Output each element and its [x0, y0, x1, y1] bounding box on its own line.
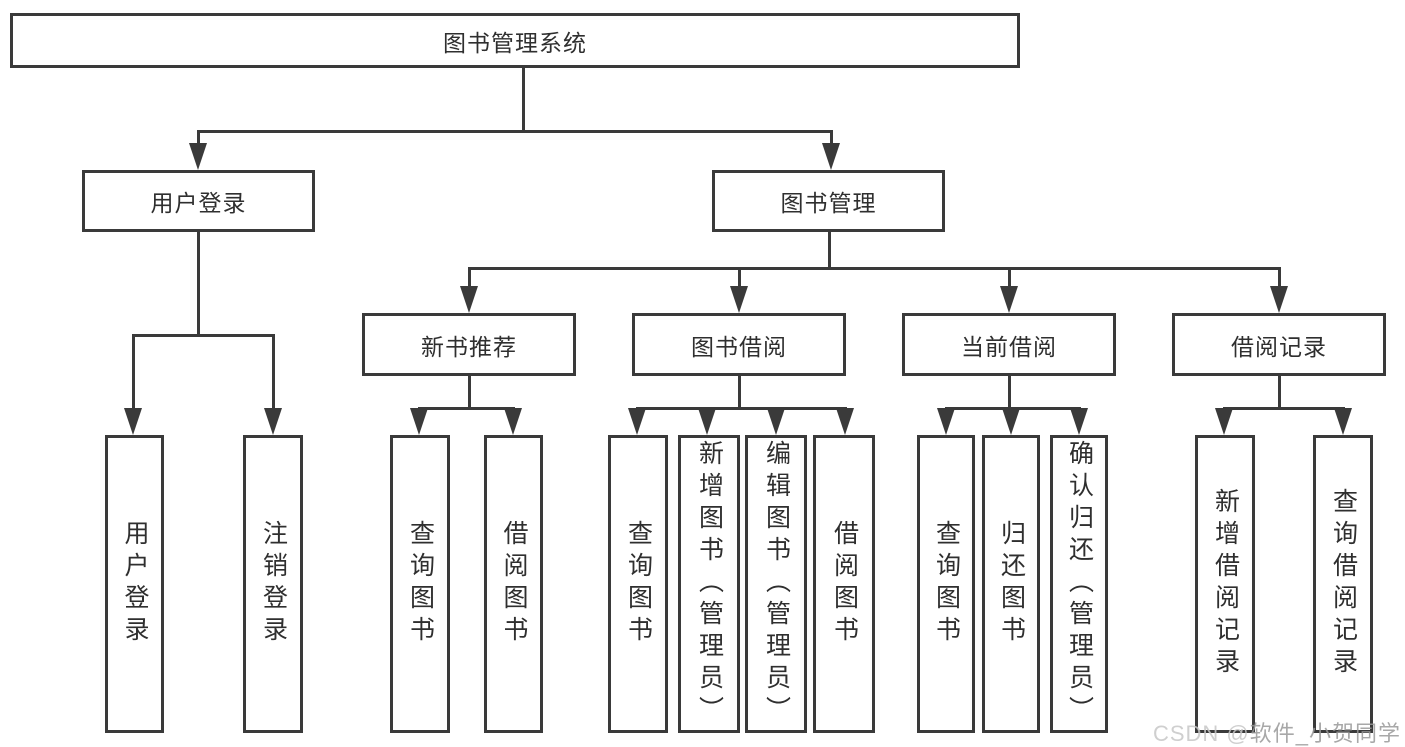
node-new-book-recommend: 新书推荐 [362, 313, 576, 376]
tree-line [271, 333, 275, 411]
node-root: 图书管理系统 [10, 13, 1020, 68]
arrow-down [1270, 286, 1288, 313]
node-book-borrowing: 图书借阅 [632, 313, 846, 376]
leaf-logout: 注销登录 [243, 435, 303, 733]
tree-line [1277, 266, 1281, 290]
tree-line [521, 68, 525, 131]
watermark-prefix: CSDN @ [1152, 721, 1250, 746]
leaf-query-books-recommend-label: 查询图书 [406, 520, 435, 648]
leaf-query-books-borrowing: 查询图书 [608, 435, 668, 733]
tree-line [1007, 266, 1011, 290]
tree-line [196, 129, 200, 146]
arrow-down [1000, 286, 1018, 313]
leaf-query-books-borrowing-label: 查询图书 [624, 520, 653, 648]
tree-line [829, 129, 833, 146]
tree-line [1222, 406, 1345, 410]
node-new-book-recommend-label: 新书推荐 [421, 333, 517, 360]
leaf-user-login: 用户登录 [105, 435, 164, 733]
node-user-login-label: 用户登录 [150, 190, 247, 216]
tree-line [467, 376, 471, 409]
arrow-down [822, 143, 840, 170]
arrow-down [1002, 408, 1020, 435]
leaf-borrow-books: 借阅图书 [813, 435, 875, 733]
leaf-query-books-recommend: 查询图书 [390, 435, 450, 733]
arrow-down [698, 408, 716, 435]
arrow-down [628, 408, 646, 435]
tree-line [131, 333, 135, 411]
node-book-management: 图书管理 [712, 170, 945, 232]
leaf-query-books-current: 查询图书 [917, 435, 975, 733]
leaf-borrow-books-recommend-label: 借阅图书 [500, 520, 528, 648]
node-user-login: 用户登录 [82, 170, 315, 232]
arrow-down [1334, 408, 1352, 435]
node-book-management-label: 图书管理 [780, 190, 877, 216]
watermark-author: 软件_小贺同学 [1249, 721, 1401, 746]
arrow-down [1070, 408, 1088, 435]
leaf-logout-label: 注销登录 [259, 520, 288, 648]
node-borrow-records-label: 借阅记录 [1231, 333, 1327, 360]
tree-line [737, 376, 741, 409]
leaf-query-borrow-record: 查询借阅记录 [1313, 435, 1373, 733]
tree-line [417, 406, 515, 410]
arrow-down [1215, 408, 1233, 435]
tree-line [467, 266, 1281, 270]
node-borrow-records: 借阅记录 [1172, 313, 1386, 376]
leaf-confirm-return-admin: 确认归还（管理员） [1050, 435, 1108, 733]
watermark: CSDN @软件_小贺同学 [1153, 716, 1401, 747]
arrow-down [504, 408, 522, 435]
arrow-down [189, 143, 207, 170]
node-book-borrowing-label: 图书借阅 [691, 333, 787, 360]
leaf-borrow-books-label: 借阅图书 [830, 520, 859, 648]
leaf-confirm-return-admin-label: 确认归还（管理员） [1065, 440, 1094, 728]
arrow-down [124, 408, 142, 435]
tree-line [1007, 376, 1011, 409]
leaf-add-borrow-record: 新增借阅记录 [1195, 435, 1255, 733]
leaf-return-books: 归还图书 [982, 435, 1040, 733]
tree-line [196, 129, 833, 133]
arrow-down [767, 408, 785, 435]
tree-line [131, 333, 275, 337]
tree-line [467, 266, 471, 290]
tree-line [737, 266, 741, 290]
tree-line [827, 232, 831, 268]
leaf-query-borrow-record-label: 查询借阅记录 [1329, 488, 1358, 680]
arrow-down [836, 408, 854, 435]
tree-line [196, 232, 200, 335]
leaf-edit-books-admin-label: 编辑图书（管理员） [762, 440, 791, 728]
arrow-down [460, 286, 478, 313]
node-root-label: 图书管理系统 [443, 29, 587, 56]
arrow-down [937, 408, 955, 435]
leaf-add-borrow-record-label: 新增借阅记录 [1211, 488, 1240, 680]
leaf-query-books-current-label: 查询图书 [932, 520, 961, 648]
leaf-borrow-books-recommend: 借阅图书 [484, 435, 543, 733]
tree-line [1277, 376, 1281, 409]
arrow-down [730, 286, 748, 313]
leaf-edit-books-admin: 编辑图书（管理员） [745, 435, 807, 733]
arrow-down [264, 408, 282, 435]
leaf-add-books-admin: 新增图书（管理员） [678, 435, 740, 733]
leaf-user-login-label: 用户登录 [121, 520, 149, 648]
leaf-return-books-label: 归还图书 [997, 520, 1026, 648]
leaf-add-books-admin-label: 新增图书（管理员） [695, 440, 724, 728]
arrow-down [410, 408, 428, 435]
tree-line [635, 406, 847, 410]
node-current-borrowing: 当前借阅 [902, 313, 1116, 376]
node-current-borrowing-label: 当前借阅 [961, 333, 1057, 360]
